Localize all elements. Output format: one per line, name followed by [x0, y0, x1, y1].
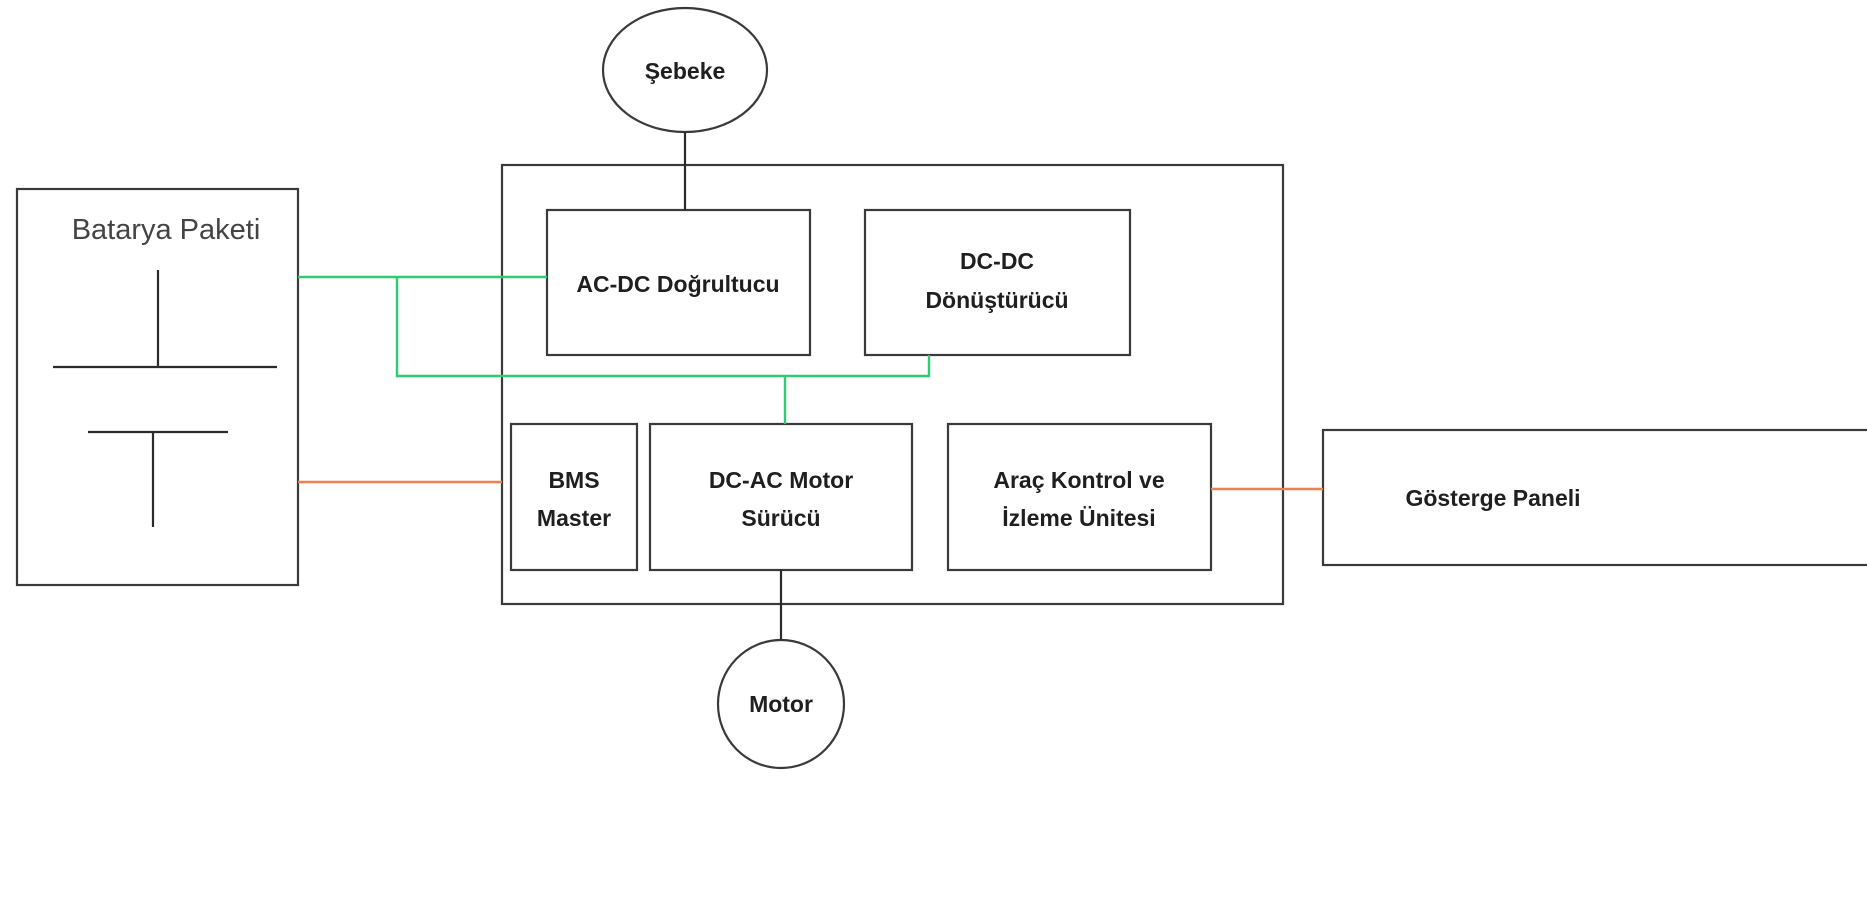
battery-pack-box [15, 187, 300, 587]
vehicle-control-unit-label-line1: Araç Kontrol ve [993, 467, 1164, 493]
bms-master-label-line2: Master [537, 505, 611, 531]
display-panel-node: Gösterge Paneli [1321, 428, 1867, 567]
bms-master-box [509, 422, 639, 572]
display-panel-box [1321, 428, 1867, 567]
dc-ac-motor-driver-label-line2: Sürücü [741, 505, 820, 531]
battery-pack-label: Batarya Paketi [72, 214, 261, 246]
dc-ac-motor-driver-box [648, 422, 914, 572]
vehicle-control-unit-box [946, 422, 1213, 572]
dc-ac-motor-driver-label-line1: DC-AC Motor [709, 467, 853, 493]
motor-node: Motor [716, 638, 846, 770]
ac-dc-rectifier-node: AC-DC Doğrultucu [545, 208, 812, 357]
power-bus [298, 275, 931, 424]
dc-dc-converter-label-line2: Dönüştürücü [925, 287, 1068, 313]
vehicle-control-unit-label-line2: İzleme Ünitesi [1002, 505, 1155, 531]
battery-symbol-icon [53, 270, 277, 527]
grid-label: Şebeke [645, 58, 726, 84]
bms-master-node: BMS Master [509, 422, 639, 572]
vehicle-control-unit-node: Araç Kontrol ve İzleme Ünitesi [946, 422, 1213, 572]
bms-master-label-line1: BMS [548, 467, 599, 493]
ac-dc-rectifier-label: AC-DC Doğrultucu [576, 271, 779, 297]
dc-dc-converter-box [863, 208, 1132, 357]
motor-label: Motor [749, 691, 813, 717]
grid-node: Şebeke [601, 6, 769, 134]
dc-ac-motor-driver-node: DC-AC Motor Sürücü [648, 422, 914, 572]
dc-dc-converter-label-line1: DC-DC [960, 248, 1034, 274]
dc-bus-line [395, 277, 931, 378]
battery-pack-node: Batarya Paketi [15, 187, 300, 587]
dc-dc-converter-node: DC-DC Dönüştürücü [863, 208, 1132, 357]
ac-dc-rectifier-box [545, 208, 812, 357]
display-panel-label: Gösterge Paneli [1405, 485, 1580, 511]
